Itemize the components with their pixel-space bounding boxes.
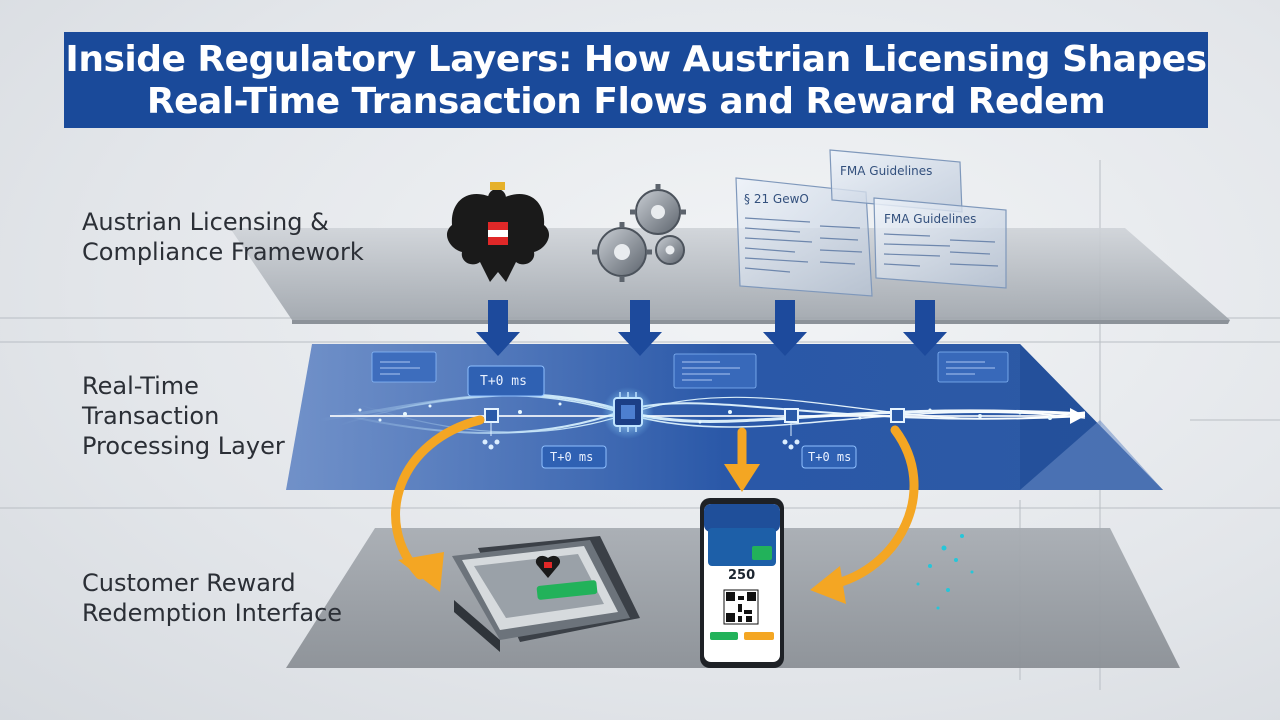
latency-tag-3	[801, 445, 857, 469]
document-panel-1	[735, 177, 873, 297]
down-arrow-icon	[903, 300, 947, 356]
compliance-arrows	[476, 300, 947, 356]
smartphone	[700, 498, 784, 668]
curved-arrow-icon	[391, 415, 485, 580]
layer-label-line: Processing Layer	[82, 432, 285, 460]
title-banner: Inside Regulatory Layers: How Austrian L…	[64, 32, 1208, 128]
title-line-1: Inside Regulatory Layers: How Austrian L…	[65, 39, 1207, 80]
layer-label-line: Real-Time	[82, 372, 199, 400]
layer-label-line: Customer Reward	[82, 569, 296, 597]
compliance-plane-edge	[292, 320, 1230, 324]
layer-label-redemption: Customer Reward Redemption Interface	[82, 568, 342, 628]
sparkle-dots	[916, 534, 974, 610]
down-arrow-icon	[476, 300, 520, 356]
node-branch-icon	[482, 422, 800, 450]
pos-terminal	[452, 536, 640, 652]
reward-points: 250	[728, 568, 756, 583]
stream-particles	[358, 402, 1052, 427]
compliance-plane	[230, 228, 1230, 320]
qr-code-icon	[723, 589, 759, 625]
layer-label-line: Transaction	[82, 402, 220, 430]
layer-label-line: Compliance Framework	[82, 238, 364, 266]
curved-arrow-icon	[825, 425, 919, 590]
node-icon	[484, 408, 499, 423]
node-icon	[890, 408, 905, 423]
down-arrow-icon	[618, 300, 662, 356]
layer-label-compliance: Austrian Licensing & Compliance Framewor…	[82, 207, 364, 267]
latency-tag-2	[541, 445, 607, 469]
redemption-arrows	[391, 415, 919, 590]
layer-label-line: Austrian Licensing &	[82, 208, 329, 236]
document-panel-3	[873, 197, 1007, 289]
document-title-fma-front: FMA Guidelines	[884, 212, 977, 226]
latency-tag-1	[467, 365, 545, 397]
austrian-eagle-icon	[446, 182, 550, 282]
title-line-2: Real-Time Transaction Flows and Reward R…	[146, 81, 1106, 122]
down-arrow-icon	[763, 300, 807, 356]
gears-icon	[592, 184, 686, 282]
layer-label-processing: Real-Time Transaction Processing Layer	[82, 371, 285, 461]
latency-label: T+0 ms	[808, 450, 852, 464]
document-title-fma-back: FMA Guidelines	[840, 164, 933, 178]
stream-arrow-icon	[1070, 408, 1085, 424]
node-icon	[784, 408, 799, 423]
latency-label: T+0 ms	[480, 374, 527, 389]
document-title-gewo: § 21 GewO	[744, 192, 809, 206]
latency-label: T+0 ms	[550, 450, 594, 464]
chip-icon	[602, 387, 654, 439]
layer-label-line: Redemption Interface	[82, 599, 343, 627]
